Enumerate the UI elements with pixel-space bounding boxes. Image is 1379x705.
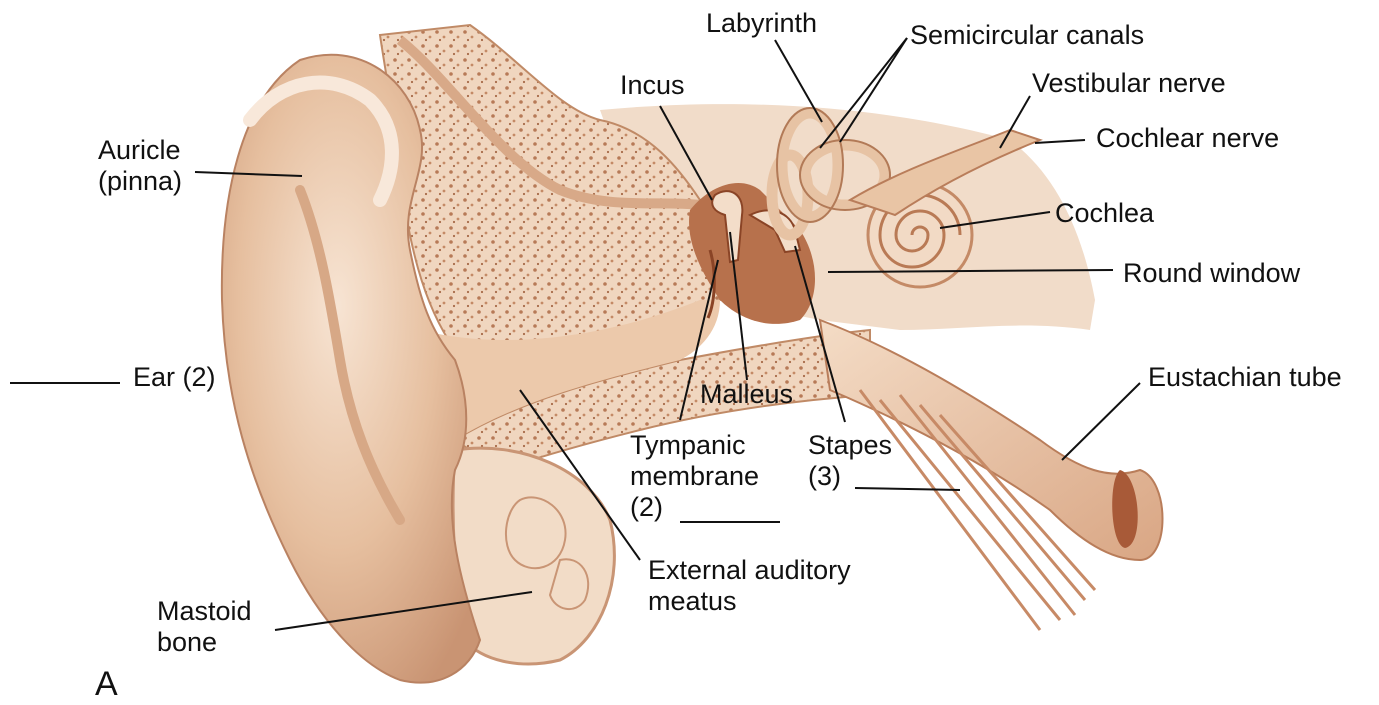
label-external-auditory-meatus: External auditory meatus — [648, 555, 851, 617]
label-tympanic-membrane: Tympanic membrane (2) — [630, 430, 759, 523]
label-auricle-line2: (pinna) — [98, 166, 182, 197]
label-mastoid-line1: Mastoid — [157, 596, 252, 627]
label-stapes-line1: Stapes — [808, 430, 892, 461]
label-eustachian-tube: Eustachian tube — [1148, 362, 1342, 393]
label-cochlea: Cochlea — [1055, 198, 1154, 229]
label-auricle: Auricle (pinna) — [98, 135, 182, 197]
label-stapes: Stapes (3) — [808, 430, 892, 492]
label-stapes-line2: (3) — [808, 461, 892, 492]
label-vestibular-nerve: Vestibular nerve — [1032, 68, 1226, 99]
label-round-window: Round window — [1123, 258, 1300, 289]
label-ear: Ear (2) — [133, 362, 216, 393]
label-external-line2: meatus — [648, 586, 851, 617]
label-incus: Incus — [620, 70, 685, 101]
label-malleus: Malleus — [700, 379, 793, 410]
label-labyrinth: Labyrinth — [706, 8, 817, 39]
label-tympanic-line1: Tympanic — [630, 430, 759, 461]
label-tympanic-line2: membrane — [630, 461, 759, 492]
label-mastoid-line2: bone — [157, 627, 252, 658]
label-mastoid-bone: Mastoid bone — [157, 596, 252, 658]
label-auricle-line1: Auricle — [98, 135, 182, 166]
label-cochlear-nerve: Cochlear nerve — [1096, 123, 1279, 154]
label-external-line1: External auditory — [648, 555, 851, 586]
panel-letter: A — [95, 665, 118, 704]
label-tympanic-line3: (2) — [630, 492, 759, 523]
label-semicircular-canals: Semicircular canals — [910, 20, 1144, 51]
